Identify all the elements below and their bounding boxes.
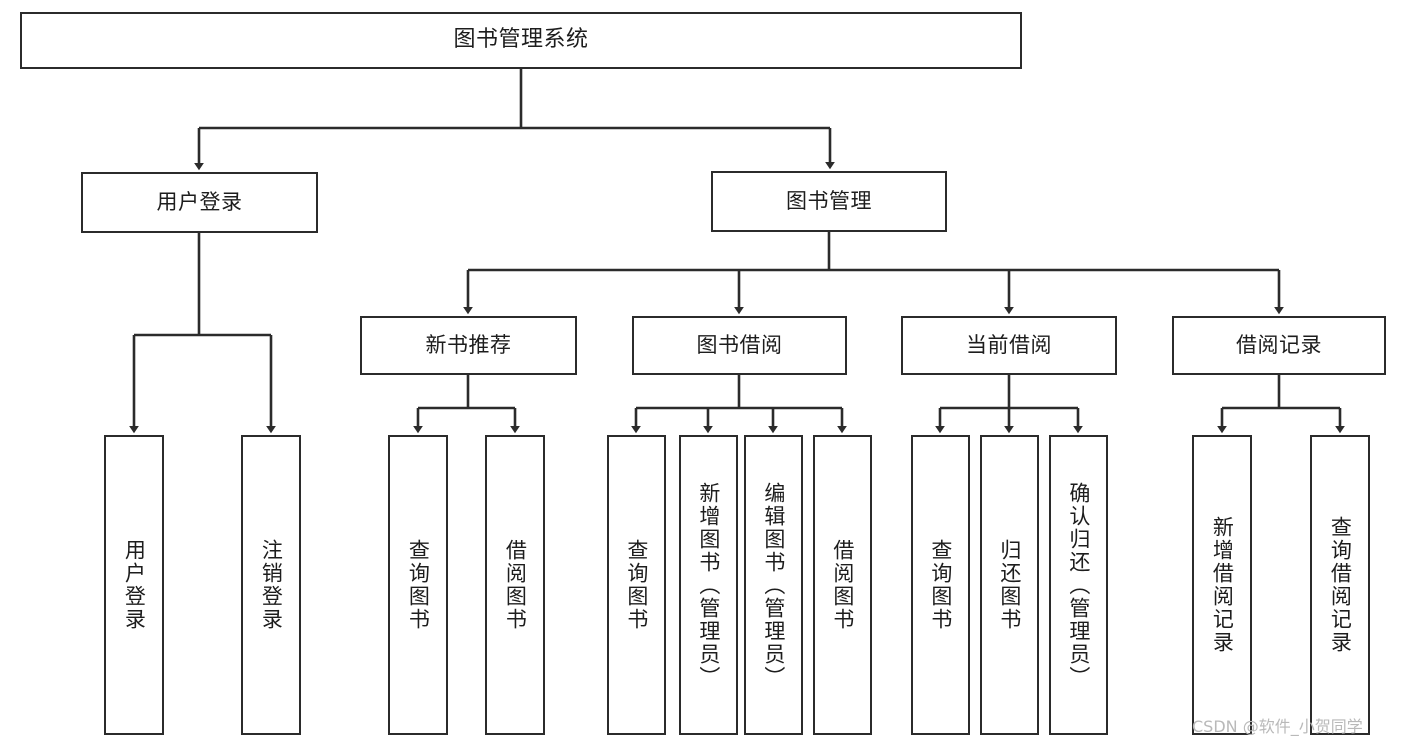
csdn-watermark: CSDN @软件_小贺同学: [1192, 717, 1363, 736]
node-system-root[interactable]: 图书管理系统: [20, 12, 1022, 69]
node-label: 查询图书: [928, 539, 953, 631]
leaf-borrow-books-recommend[interactable]: 借阅图书: [485, 435, 545, 735]
node-label: 归还图书: [997, 539, 1022, 631]
node-label: 当前借阅: [966, 332, 1052, 357]
leaf-confirm-return-admin[interactable]: 确认归还（管理员）: [1049, 435, 1108, 735]
leaf-user-login[interactable]: 用户登录: [104, 435, 164, 735]
leaf-lend-books[interactable]: 借阅图书: [813, 435, 872, 735]
node-label: 借阅图书: [830, 539, 855, 631]
leaf-query-books-recommend[interactable]: 查询图书: [388, 435, 448, 735]
leaf-logout[interactable]: 注销登录: [241, 435, 301, 735]
node-label: 注销登录: [259, 539, 284, 631]
node-label: 新增借阅记录: [1210, 516, 1235, 654]
node-label: 借阅图书: [503, 539, 528, 631]
leaf-edit-book-admin[interactable]: 编辑图书（管理员）: [744, 435, 803, 735]
node-label: 查询借阅记录: [1328, 516, 1353, 654]
leaf-query-books-borrow[interactable]: 查询图书: [607, 435, 666, 735]
node-label: 编辑图书（管理员）: [761, 481, 786, 689]
node-label: 图书借阅: [696, 332, 783, 357]
node-label: 查询图书: [406, 539, 431, 631]
node-user-login[interactable]: 用户登录: [81, 172, 318, 233]
node-label: 确认归还（管理员）: [1066, 481, 1091, 689]
node-current-borrow[interactable]: 当前借阅: [901, 316, 1117, 375]
node-label: 新增图书（管理员）: [696, 481, 721, 689]
node-new-book-recommend[interactable]: 新书推荐: [360, 316, 577, 375]
leaf-add-book-admin[interactable]: 新增图书（管理员）: [679, 435, 738, 735]
node-label: 用户登录: [156, 189, 243, 214]
node-label: 图书管理系统: [453, 27, 589, 53]
leaf-query-books-current[interactable]: 查询图书: [911, 435, 970, 735]
leaf-add-borrow-record[interactable]: 新增借阅记录: [1192, 435, 1252, 735]
node-book-borrow[interactable]: 图书借阅: [632, 316, 847, 375]
node-label: 查询图书: [624, 539, 649, 631]
node-label: 用户登录: [122, 539, 147, 631]
node-label: 新书推荐: [425, 332, 512, 357]
leaf-query-borrow-record[interactable]: 查询借阅记录: [1310, 435, 1370, 735]
node-borrow-records[interactable]: 借阅记录: [1172, 316, 1386, 375]
node-label: 借阅记录: [1236, 332, 1322, 357]
node-book-management[interactable]: 图书管理: [711, 171, 947, 232]
leaf-return-books[interactable]: 归还图书: [980, 435, 1039, 735]
node-label: 图书管理: [786, 188, 872, 213]
